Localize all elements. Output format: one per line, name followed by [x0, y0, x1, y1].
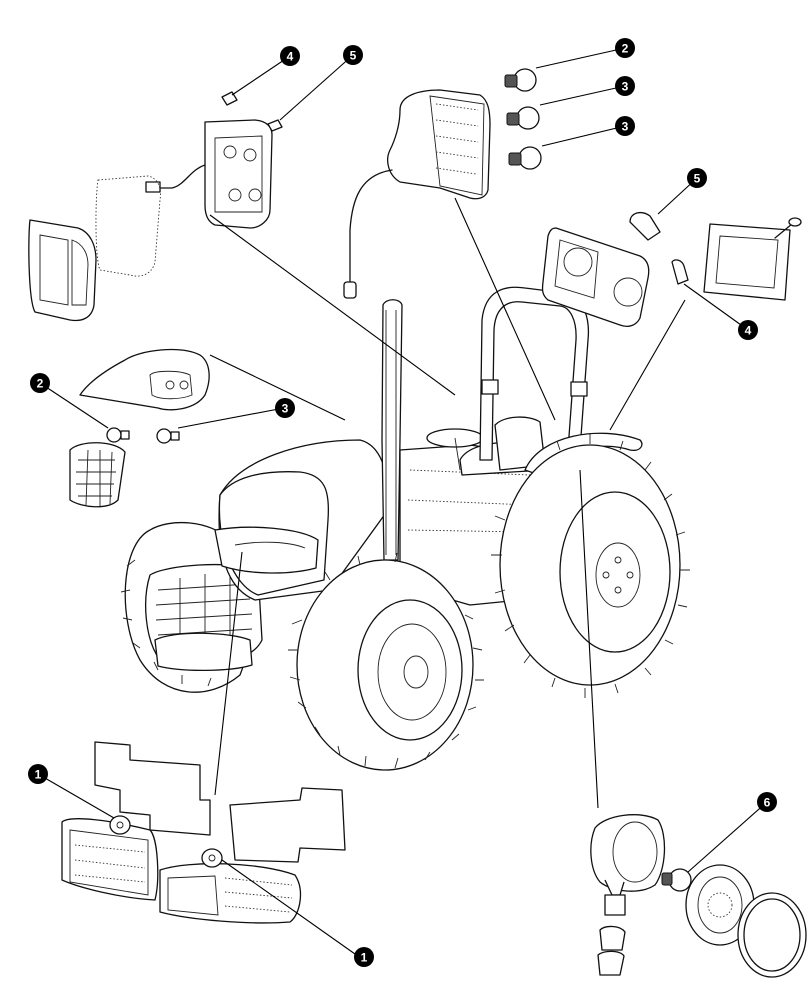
callout-1-left-label: 1 — [35, 768, 42, 782]
callout-5-top: 5 — [343, 45, 363, 65]
callout-2-top-label: 2 — [622, 42, 629, 56]
callout-2-top: 2 — [615, 38, 635, 58]
callout-6: 6 — [757, 792, 777, 812]
callout-6-label: 6 — [764, 796, 771, 810]
callout-3-top-a-label: 3 — [622, 80, 629, 94]
callout-3-left: 3 — [275, 398, 295, 418]
front-weights — [154, 632, 253, 672]
work-lamp-ring — [737, 892, 807, 978]
rear-work-lamp-assembly — [145, 119, 273, 229]
callout-2-left: 2 — [30, 373, 50, 393]
side-marker-lamp — [79, 348, 210, 411]
front-left-wheel — [288, 552, 484, 771]
callout-2-left-label: 2 — [37, 377, 44, 391]
bulb-small-5 — [267, 119, 283, 132]
work-lamp-reflector — [685, 864, 755, 946]
fender-lamp-cable — [343, 169, 393, 299]
bulb-2-top — [504, 68, 537, 92]
callout-5-top-label: 5 — [350, 49, 357, 63]
work-lamp — [590, 814, 666, 976]
callout-3-top-a: 3 — [615, 76, 635, 96]
bulb-3-top-b — [508, 146, 542, 170]
callout-4-right-label: 4 — [745, 324, 752, 338]
bulb-1-left — [109, 815, 131, 835]
bulb-small-4 — [221, 91, 238, 106]
bulb-2-left — [106, 427, 130, 443]
callout-1-left: 1 — [28, 764, 48, 784]
bulb-3-left — [156, 428, 180, 444]
rear-lamp-lens — [28, 219, 97, 322]
assembly-arrows — [209, 197, 686, 809]
callout-4-right: 4 — [738, 320, 758, 340]
rear-lamp-gasket — [95, 175, 161, 277]
headlamp-left — [61, 818, 159, 901]
side-marker-lens — [69, 442, 126, 508]
exhaust-stack — [381, 299, 403, 561]
headlamp-brackets — [94, 741, 346, 863]
bulb-4-right — [671, 259, 689, 285]
rear-reflector-light — [541, 227, 650, 327]
callout-1-right: 1 — [354, 947, 374, 967]
bulb-6 — [661, 868, 692, 892]
callout-3-top-b: 3 — [615, 116, 635, 136]
callout-4-top-label: 4 — [287, 50, 294, 64]
callout-5-right-label: 5 — [694, 172, 701, 186]
callout-5-right: 5 — [687, 168, 707, 188]
hood — [214, 439, 389, 601]
tractor-drawing — [120, 286, 690, 771]
number-plate-light — [703, 217, 802, 301]
callout-leaders — [37, 47, 768, 955]
callout-4-top: 4 — [280, 46, 300, 66]
bulb-3-top-a — [506, 106, 540, 130]
callout-1-right-label: 1 — [361, 951, 368, 965]
callout-3-top-b-label: 3 — [622, 120, 629, 134]
bulb-5-right — [629, 211, 661, 241]
callout-3-left-label: 3 — [282, 402, 289, 416]
fender-lamp-housing — [387, 89, 491, 200]
bulb-1-right — [201, 848, 223, 868]
headlamp-right — [159, 863, 302, 924]
